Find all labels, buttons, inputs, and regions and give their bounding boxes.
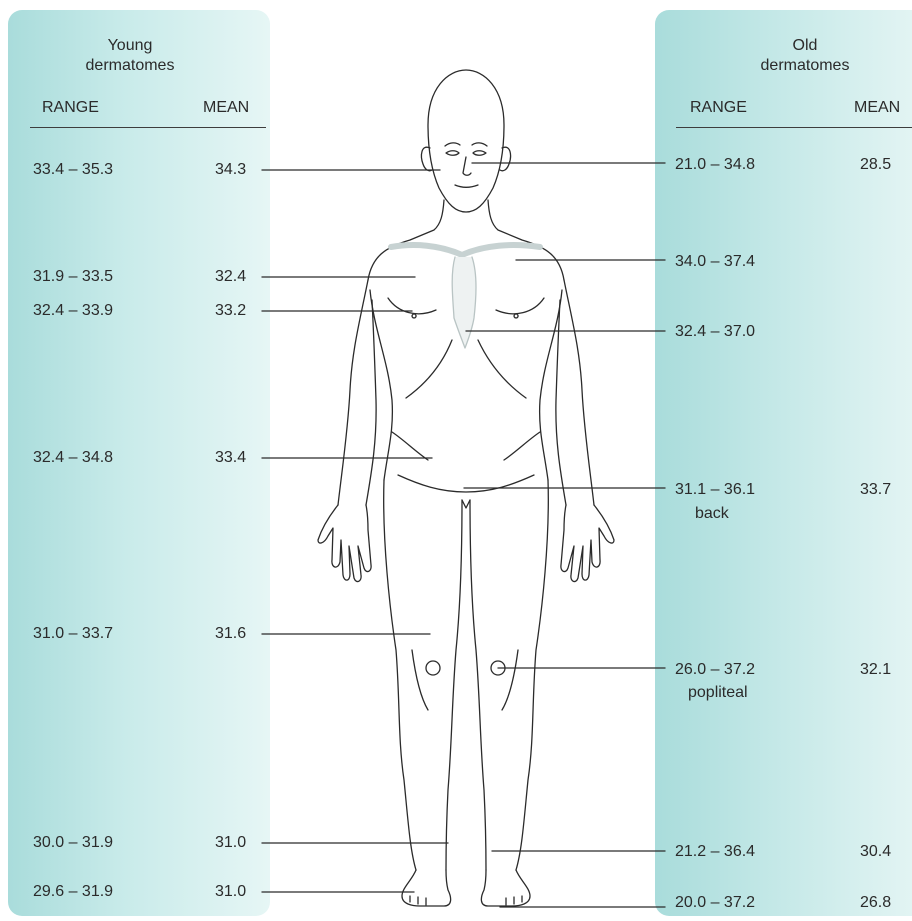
leg-right-outer [516, 480, 548, 870]
waist-line [392, 432, 428, 460]
hand-right [561, 505, 614, 582]
crotch [462, 500, 470, 508]
hand-left [318, 505, 371, 582]
ribcage [406, 340, 526, 398]
head-outline [428, 70, 504, 212]
knee-lines [412, 650, 518, 710]
nose [463, 157, 471, 175]
brows [445, 143, 487, 146]
groin [398, 475, 534, 492]
leg-left-inner [446, 500, 462, 870]
knee-left-marker [426, 661, 440, 675]
sternum [452, 257, 476, 348]
mouth [455, 185, 478, 187]
clavicle-band [391, 245, 540, 255]
waist-line-right [504, 432, 540, 460]
pec-right [496, 298, 544, 314]
arm-left-outer [338, 280, 368, 505]
neck-right [488, 200, 564, 280]
eyes [446, 151, 486, 156]
leg-left-outer [384, 480, 416, 870]
arm-left-inner [366, 300, 376, 505]
arm-right-outer [564, 280, 594, 505]
neck-left [368, 200, 444, 280]
toes [410, 896, 522, 905]
leg-right-inner [470, 500, 486, 870]
